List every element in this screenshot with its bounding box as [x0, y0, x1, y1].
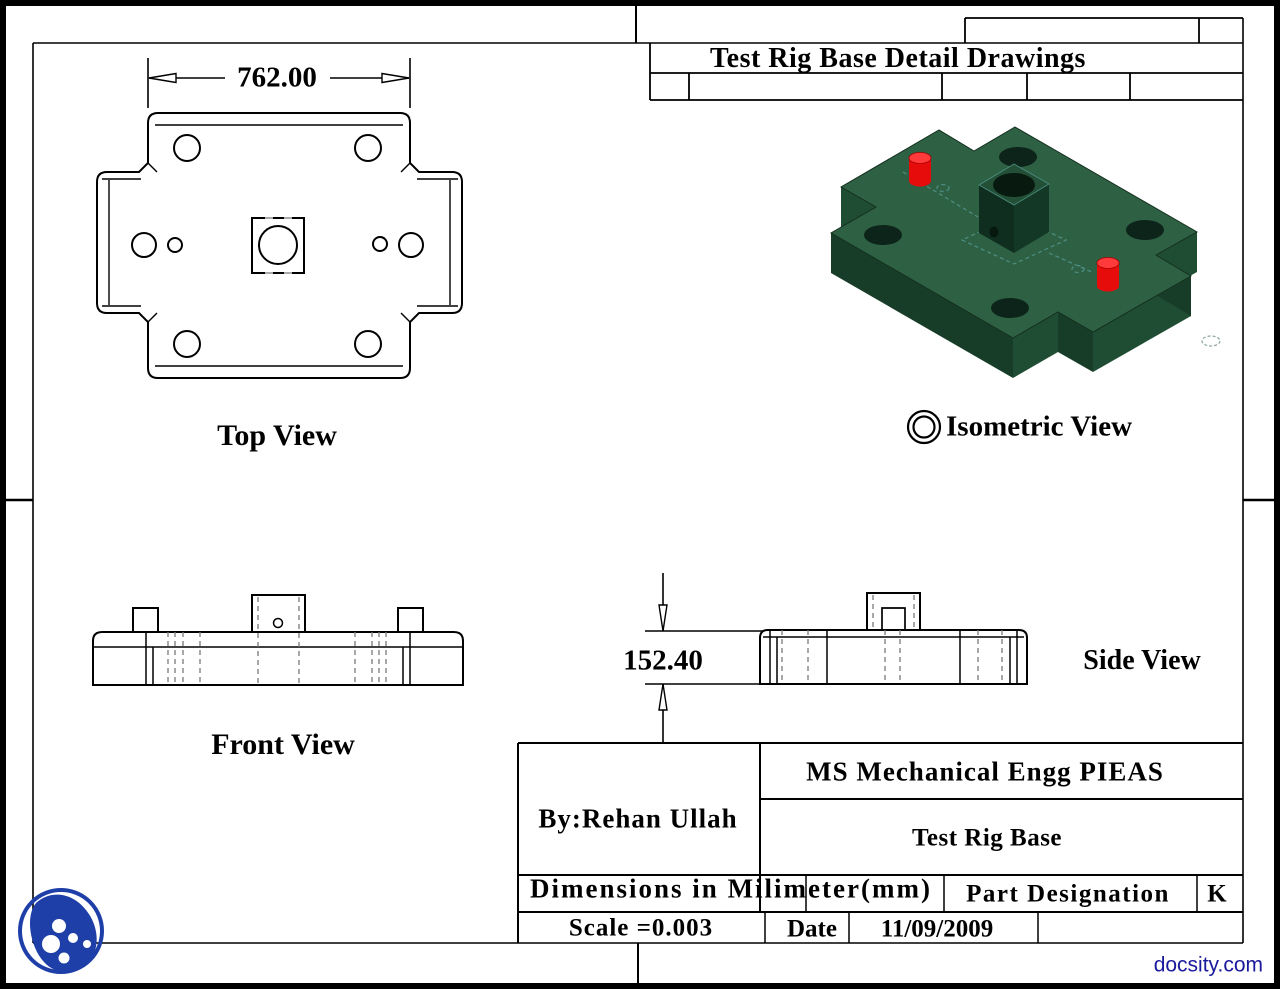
isometric-view-label: Isometric View [946, 410, 1133, 443]
title-block-institution: MS Mechanical Engg PIEAS [806, 756, 1164, 787]
title-block-lines [517, 742, 1243, 943]
title-block-part-designation-value: K [1207, 880, 1227, 908]
title-block-author: By:Rehan Ullah [538, 803, 738, 834]
top-title-strip-lines [649, 17, 1243, 101]
top-view-label: Top View [217, 419, 337, 452]
title-block-part-name: Test Rig Base [911, 824, 1063, 852]
side-view-drawing [759, 592, 1028, 685]
dimension-762-lines [147, 58, 411, 108]
title-block-units-note: Dimensions in Milimeter(mm) [530, 873, 932, 904]
side-view-height-dimension: 152.40 [623, 644, 703, 677]
projection-symbol-icon [906, 409, 942, 445]
red-pin-top-left [908, 152, 932, 187]
dimension-152-lines [645, 573, 763, 743]
top-view-width-dimension: 762.00 [237, 61, 317, 94]
front-view-label: Front View [211, 728, 355, 761]
side-view-label: Side View [1083, 645, 1201, 676]
title-block-date-value: 11/09/2009 [880, 915, 994, 943]
watermark-text: docsity.com [1153, 953, 1263, 977]
front-view-drawing [92, 594, 464, 686]
red-pin-bottom-right [1096, 257, 1120, 292]
title-block-date-label: Date [787, 915, 837, 943]
top-view-drawing [96, 112, 463, 379]
sheet-title: Test Rig Base Detail Drawings [710, 43, 1086, 74]
title-block-part-designation-label: Part Designation [966, 880, 1170, 908]
isometric-view-drawing [830, 126, 1221, 378]
title-block-scale-note: Scale =0.003 [568, 914, 714, 942]
docsity-logo-icon [18, 888, 104, 974]
